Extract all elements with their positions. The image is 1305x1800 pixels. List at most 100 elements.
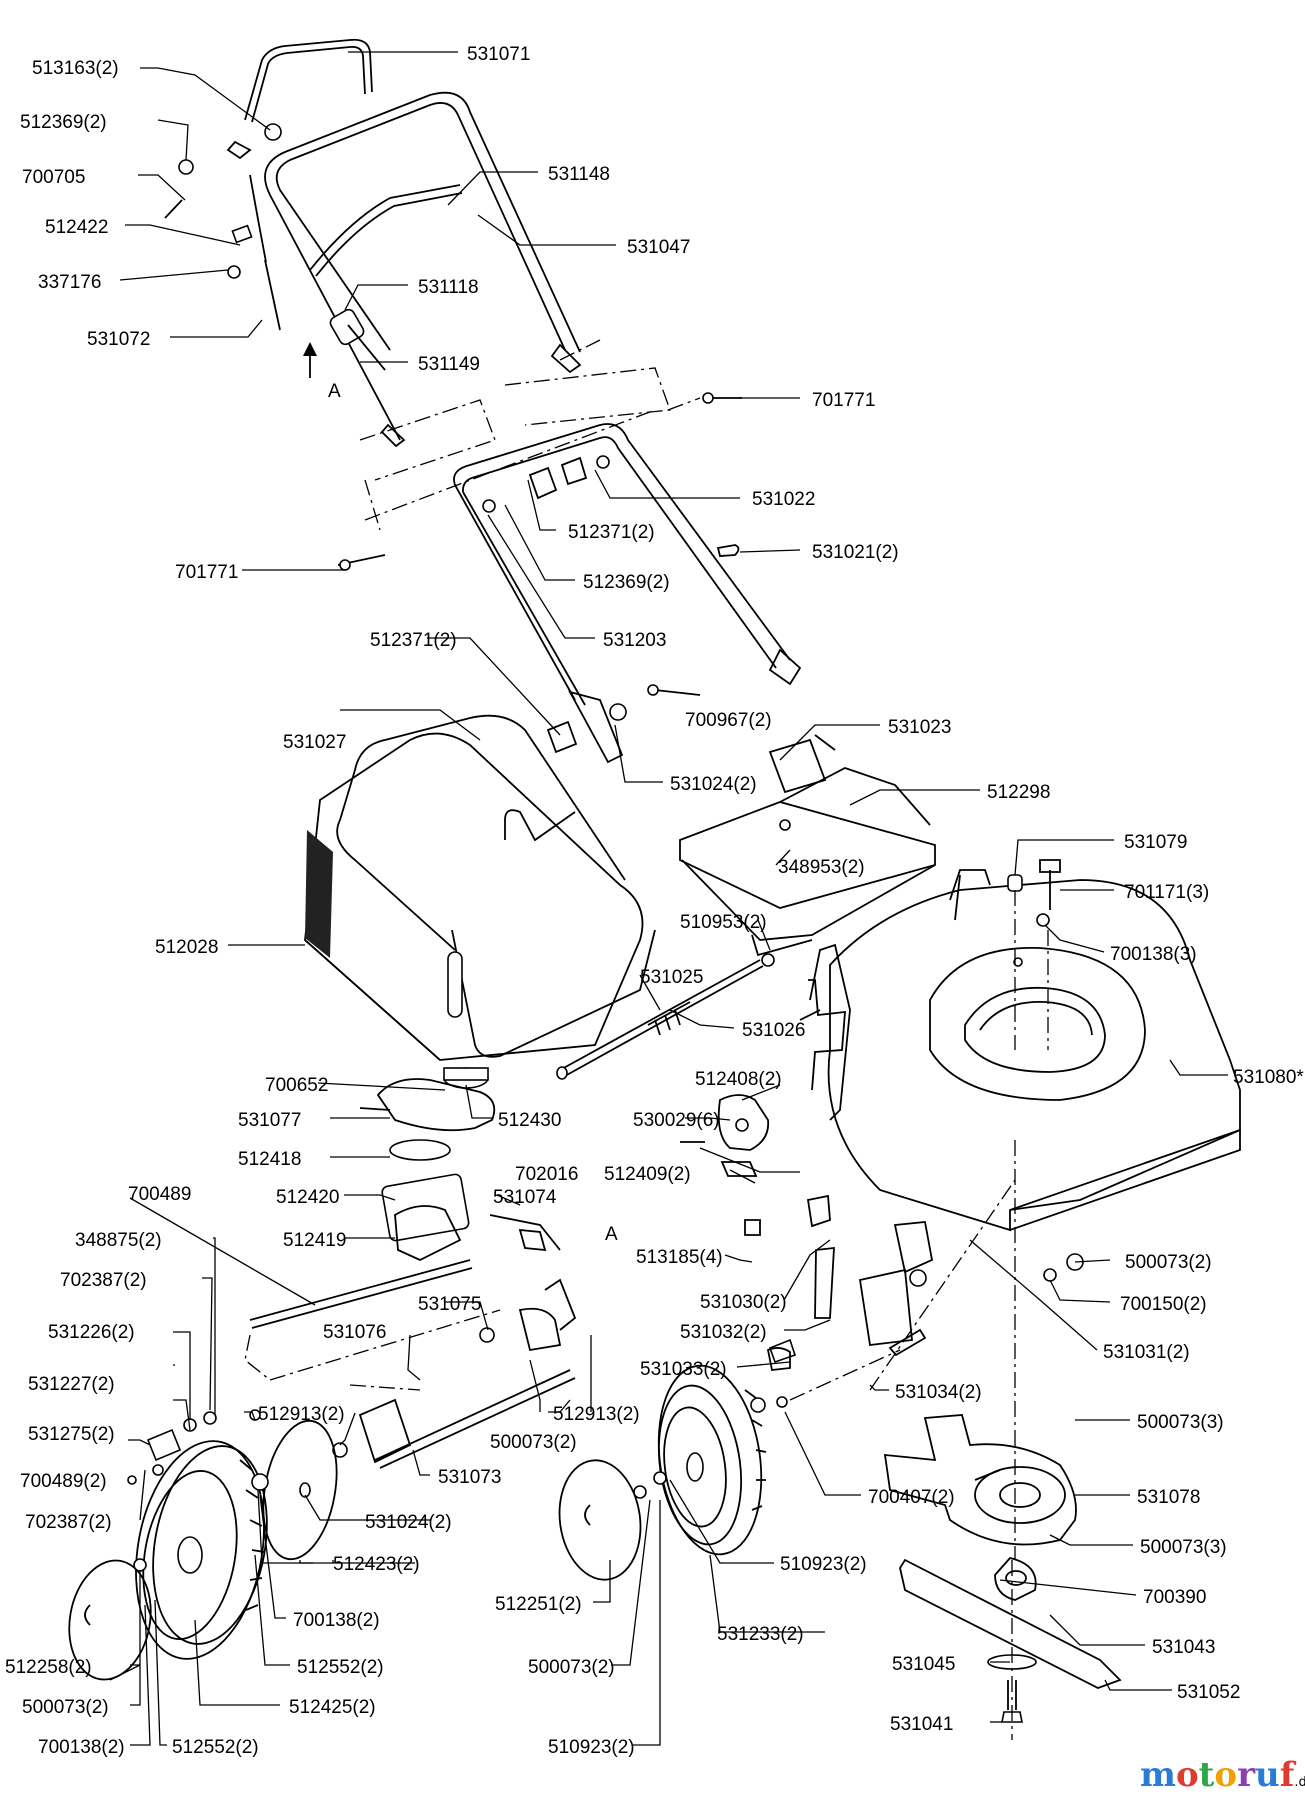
part-label: 700150(2) bbox=[1120, 1294, 1207, 1315]
watermark-letter: f bbox=[1279, 1755, 1295, 1795]
watermark-letter: t bbox=[1198, 1755, 1215, 1795]
part-label: 512371(2) bbox=[370, 630, 457, 651]
part-label: 531075 bbox=[418, 1294, 481, 1315]
part-label: 512028 bbox=[155, 937, 218, 958]
part-label: 531031(2) bbox=[1103, 1342, 1190, 1363]
gear-drive bbox=[244, 1067, 561, 1391]
watermark-letter: m bbox=[1140, 1755, 1176, 1795]
part-label: 701171(3) bbox=[1124, 882, 1209, 903]
part-label: 531203 bbox=[603, 630, 666, 651]
part-label: 700407(2) bbox=[868, 1487, 955, 1508]
part-label: 531022 bbox=[752, 489, 815, 510]
part-label: 510923(2) bbox=[548, 1737, 635, 1758]
guide-lines-upper bbox=[359, 339, 701, 531]
part-label: 531021(2) bbox=[812, 542, 899, 563]
front-wheel-right bbox=[558, 1349, 901, 1581]
watermark: motoruf.de bbox=[1140, 1755, 1305, 1795]
part-label: 531233(2) bbox=[717, 1624, 804, 1645]
part-label: 531045 bbox=[892, 1654, 955, 1675]
part-label: 531226(2) bbox=[48, 1322, 135, 1343]
blade-adapter-housing bbox=[883, 1140, 1077, 1560]
part-label: 531148 bbox=[548, 164, 610, 185]
part-label: 531024(2) bbox=[670, 774, 757, 795]
part-label: 531078 bbox=[1137, 1487, 1200, 1508]
part-label: 701771 bbox=[812, 390, 875, 411]
lower-handle-assembly bbox=[337, 392, 802, 764]
part-label: 531047 bbox=[627, 237, 690, 258]
part-label: 510923(2) bbox=[780, 1554, 867, 1575]
part-label: 531033(2) bbox=[640, 1359, 727, 1380]
part-label: 531227(2) bbox=[28, 1374, 115, 1395]
part-label: 531027 bbox=[283, 732, 346, 753]
part-label: 512552(2) bbox=[172, 1737, 259, 1758]
part-label: 512408(2) bbox=[695, 1069, 782, 1090]
part-label: 348953(2) bbox=[778, 857, 865, 878]
part-label: 531080* bbox=[1233, 1067, 1304, 1088]
part-label: 512420 bbox=[276, 1187, 339, 1208]
part-label: 512913(2) bbox=[553, 1404, 640, 1425]
watermark-suffix: .de bbox=[1294, 1775, 1305, 1790]
part-label: 531052 bbox=[1177, 1682, 1240, 1703]
watermark-text: motoruf bbox=[1140, 1755, 1294, 1795]
part-label: 700390 bbox=[1143, 1587, 1206, 1608]
part-label: 500073(2) bbox=[22, 1697, 109, 1718]
part-label: 531025 bbox=[640, 967, 703, 988]
part-label: 500073(3) bbox=[1137, 1412, 1224, 1433]
part-label: 531030(2) bbox=[700, 1292, 787, 1313]
part-label: 348875(2) bbox=[75, 1230, 162, 1251]
arrow-label: A bbox=[328, 381, 341, 402]
part-label: 531079 bbox=[1124, 832, 1187, 853]
upper-handle-assembly bbox=[164, 38, 582, 448]
part-label: 531149 bbox=[418, 354, 480, 375]
part-label: 531072 bbox=[87, 329, 150, 350]
part-label: 531034(2) bbox=[895, 1382, 982, 1403]
part-label: 512423(2) bbox=[333, 1554, 420, 1575]
mower-deck bbox=[799, 869, 1241, 1232]
part-label: 531073 bbox=[438, 1467, 501, 1488]
washer-icon bbox=[264, 123, 282, 141]
part-label: 702016 bbox=[515, 1164, 578, 1185]
part-label: 531074 bbox=[493, 1187, 557, 1208]
part-label: 702387(2) bbox=[25, 1512, 112, 1533]
watermark-letter: o bbox=[1175, 1755, 1199, 1795]
part-label: 531071 bbox=[467, 44, 530, 65]
part-label: 500073(3) bbox=[1140, 1537, 1227, 1558]
arrow-label: A bbox=[605, 1224, 618, 1245]
rear-axle-bracket bbox=[680, 979, 846, 1236]
part-label: 512913(2) bbox=[258, 1404, 345, 1425]
part-label: 512419 bbox=[283, 1230, 346, 1251]
part-label: 700489(2) bbox=[20, 1471, 107, 1492]
front-axle bbox=[332, 1278, 577, 1469]
nut-icon bbox=[178, 159, 194, 175]
front-axle-parts bbox=[766, 1179, 1016, 1391]
part-label: 700705 bbox=[22, 167, 85, 188]
part-label: 701771 bbox=[175, 562, 238, 583]
part-label: 512425(2) bbox=[289, 1697, 376, 1718]
part-labels: 531071 513163(2) 512369(2) 700705 512422… bbox=[5, 44, 1304, 1758]
rear-wheel-left bbox=[68, 1409, 338, 1681]
part-label: 512371(2) bbox=[568, 522, 655, 543]
part-label: 700138(2) bbox=[293, 1610, 380, 1631]
part-label: 512409(2) bbox=[604, 1164, 691, 1185]
part-label: 500073(2) bbox=[528, 1657, 615, 1678]
part-label: 337176 bbox=[38, 272, 101, 293]
part-label: 700652 bbox=[265, 1075, 328, 1096]
part-label: 531032(2) bbox=[680, 1322, 767, 1343]
part-label: 500073(2) bbox=[490, 1432, 577, 1453]
rear-flap bbox=[679, 734, 936, 967]
deck-hardware bbox=[1007, 859, 1084, 1282]
part-label: 500073(2) bbox=[1125, 1252, 1212, 1273]
part-label: 512422 bbox=[45, 217, 108, 238]
watermark-letter: r bbox=[1237, 1755, 1255, 1795]
leader-lines bbox=[109, 51, 1228, 1746]
part-label: 531043 bbox=[1152, 1637, 1215, 1658]
part-label: 512258(2) bbox=[5, 1657, 92, 1678]
part-label: 531077 bbox=[238, 1110, 301, 1131]
part-label: 530029(6) bbox=[633, 1110, 720, 1131]
watermark-letter: u bbox=[1255, 1755, 1280, 1795]
part-label: 512418 bbox=[238, 1149, 301, 1170]
part-label: 512369(2) bbox=[583, 572, 670, 593]
part-label: 531076 bbox=[323, 1322, 386, 1343]
part-label: 531026 bbox=[742, 1020, 805, 1041]
